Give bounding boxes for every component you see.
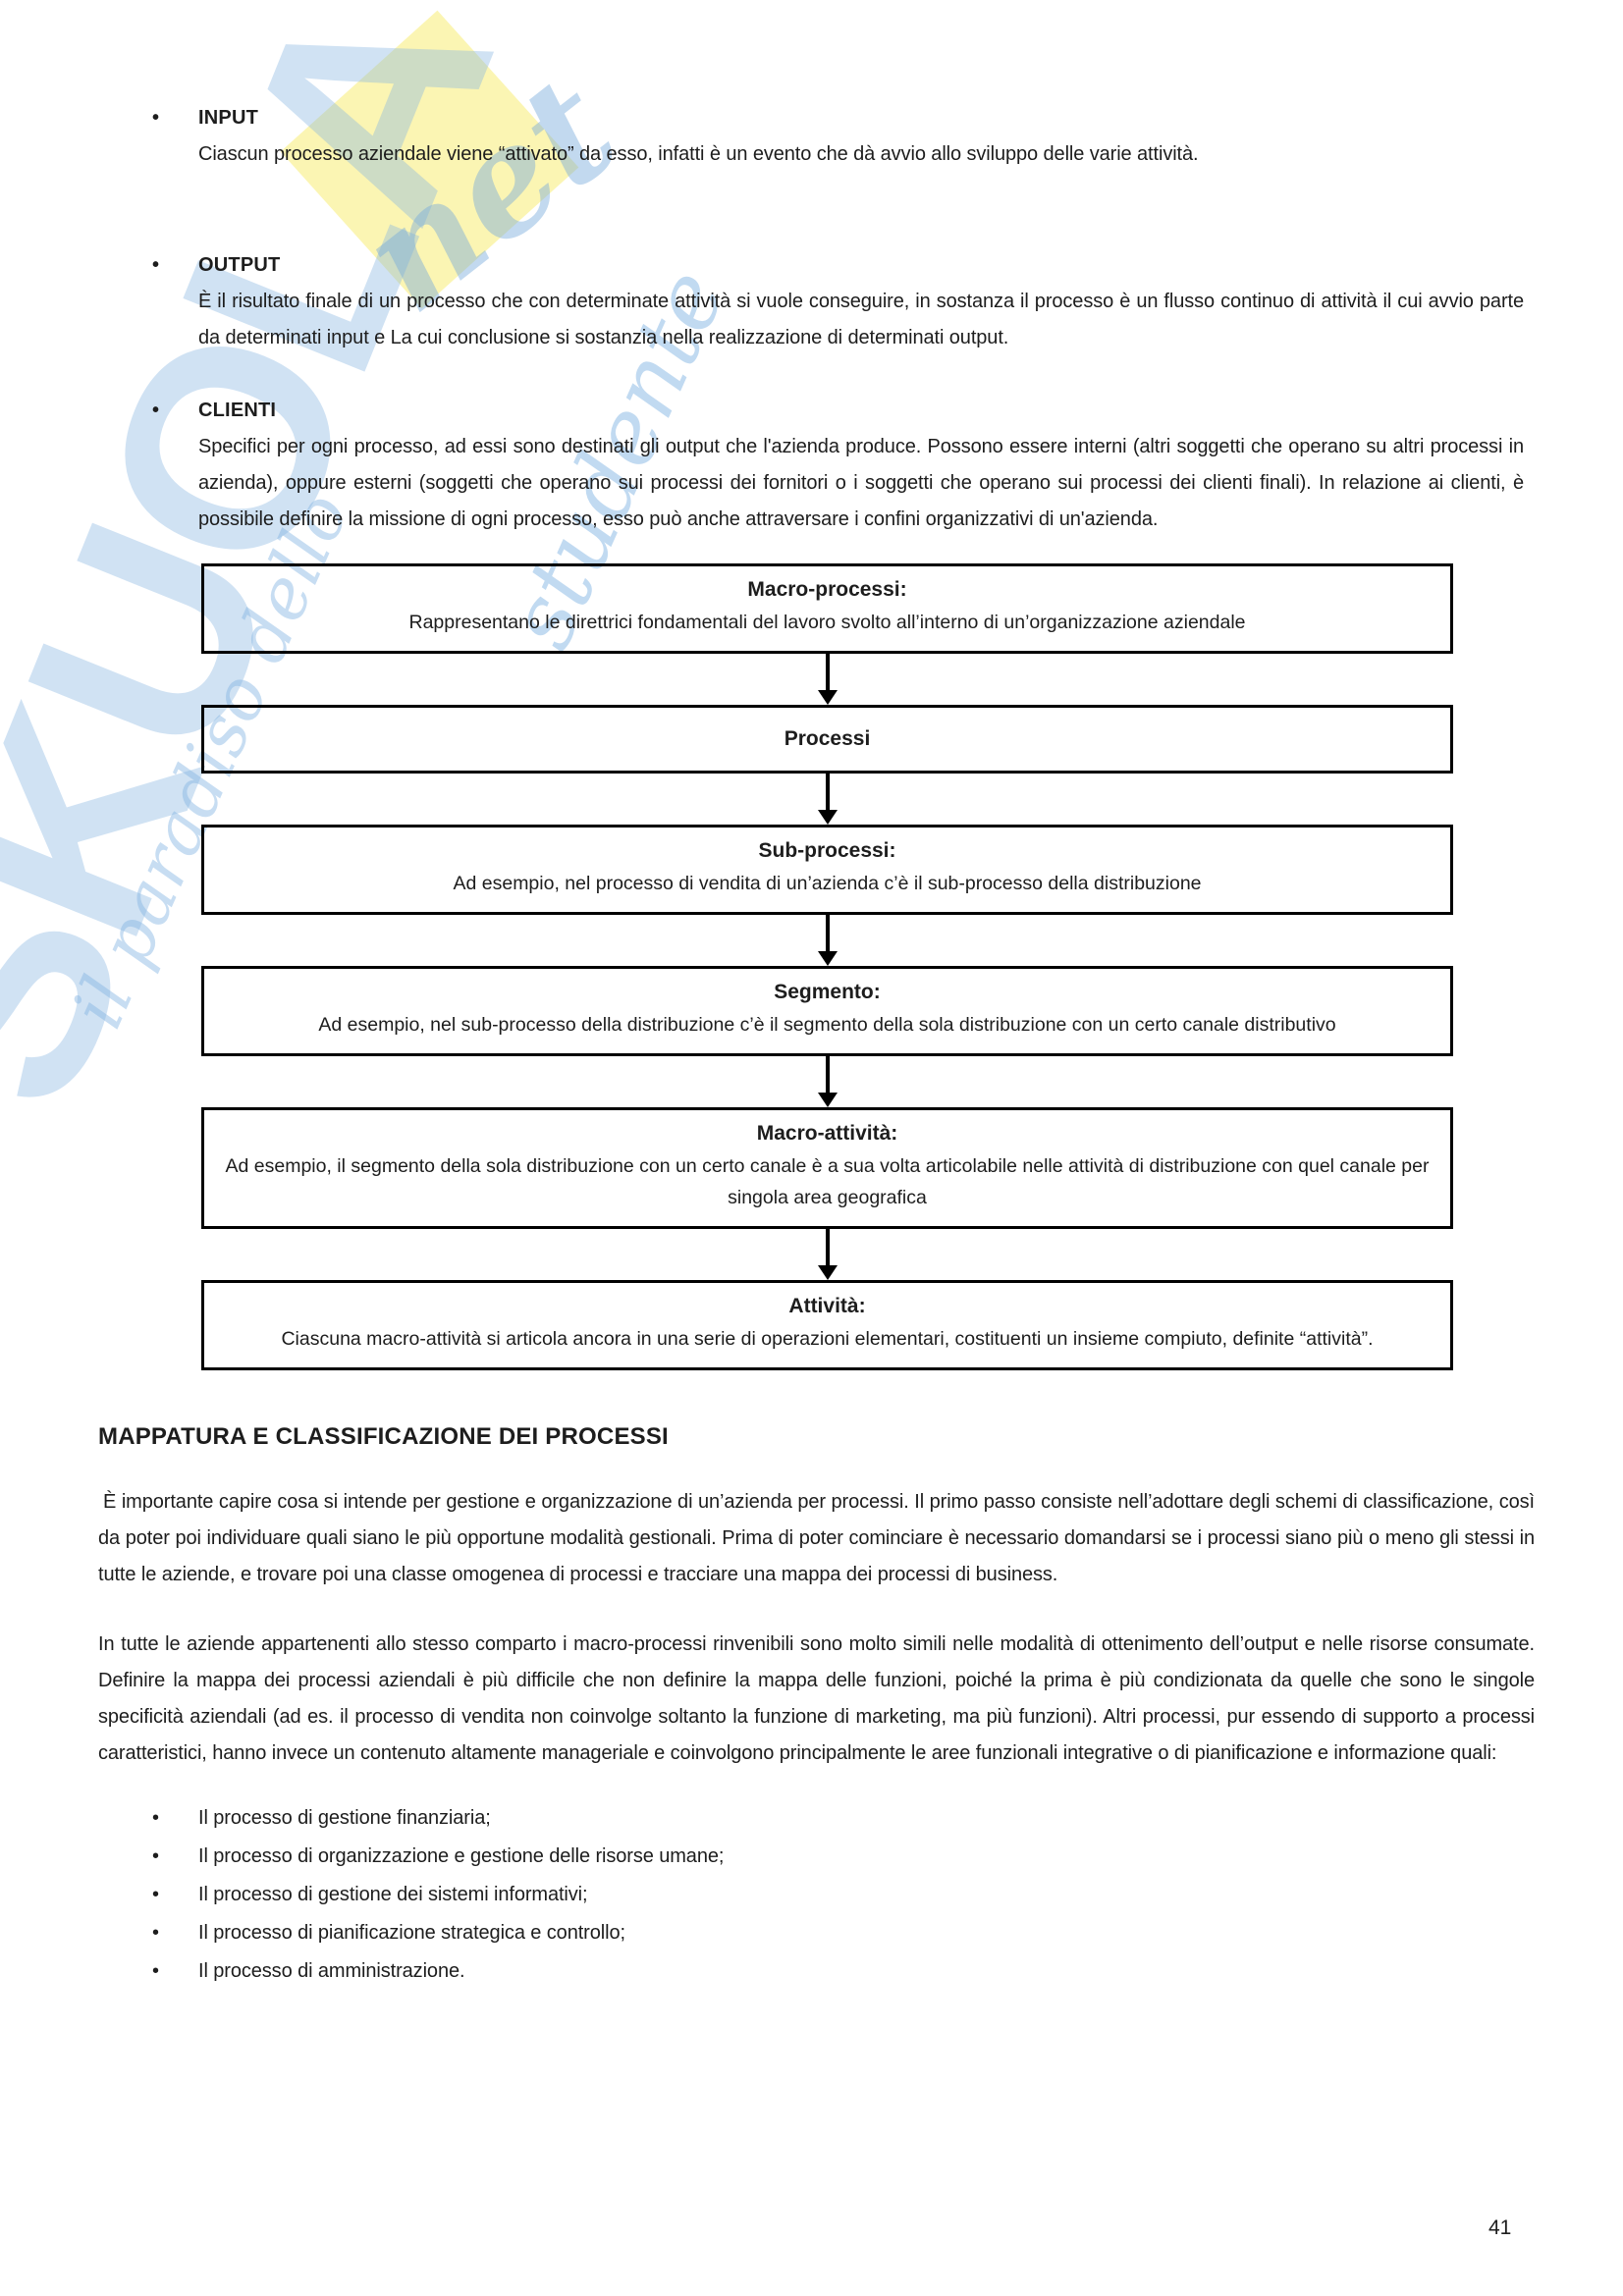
process-list-item: • Il processo di gestione dei sistemi in… [152,1876,1524,1914]
paragraph: In tutte le aziende appartenenti allo st… [98,1633,1535,1764]
definition-body: OUTPUT È il risultato finale di un proce… [198,247,1524,356]
bullet-icon: • [152,1845,160,1867]
bullet-icon: • [152,107,160,129]
process-flowchart: Macro-processi: Rappresentano le direttr… [201,563,1453,1370]
flow-box-title: Segmento: [774,981,881,1003]
definition-text: È il risultato finale di un processo che… [198,291,1524,348]
bullet-icon: • [152,1807,160,1829]
flow-box-title: Sub-processi: [758,839,896,862]
down-arrow-icon [201,654,1453,705]
section-heading: MAPPATURA E CLASSIFICAZIONE DEI PROCESSI [98,1423,669,1450]
flow-box-segmento: Segmento: Ad esempio, nel sub-processo d… [201,966,1453,1056]
flow-box-macro-processi: Macro-processi: Rappresentano le direttr… [201,563,1453,654]
process-list-item: • Il processo di organizzazione e gestio… [152,1838,1524,1876]
definition-label: CLIENTI [198,400,277,421]
definition-body: CLIENTI Specifici per ogni processo, ad … [198,393,1524,538]
flow-box-description: Rappresentano le direttrici fondamentali… [408,612,1246,633]
bullet-icon: • [152,1884,160,1905]
flow-box-title: Processi [784,727,871,750]
definition-item-clienti: • CLIENTI Specifici per ogni processo, a… [152,393,1524,538]
definition-label: INPUT [198,107,258,129]
flow-box-description: Ad esempio, il segmento della sola distr… [225,1155,1430,1208]
flow-box-description: Ad esempio, nel processo di vendita di u… [453,873,1202,894]
flow-box-sub-processi: Sub-processi: Ad esempio, nel processo d… [201,825,1453,915]
flow-box-description: Ciascuna macro-attività si articola anco… [281,1328,1374,1350]
bullet-icon: • [152,1960,160,1982]
bullet-icon: • [152,1922,160,1944]
flow-box-title: Macro-processi: [747,578,907,601]
definition-label: OUTPUT [198,254,281,276]
process-list: • Il processo di gestione finanziaria; •… [152,1799,1524,1991]
flow-box-attivita: Attività: Ciascuna macro-attività si art… [201,1280,1453,1370]
flow-box-description: Ad esempio, nel sub-processo della distr… [318,1014,1336,1036]
process-list-item: • Il processo di amministrazione. [152,1952,1524,1991]
flow-box-title: Attività: [788,1295,866,1317]
process-list-item: • Il processo di pianificazione strategi… [152,1914,1524,1952]
bullet-icon: • [152,400,160,421]
down-arrow-icon [201,915,1453,966]
definition-item-output: • OUTPUT È il risultato finale di un pro… [152,247,1524,356]
definition-list: • INPUT Ciascun processo aziendale viene… [0,0,1623,538]
process-list-item: • Il processo di gestione finanziaria; [152,1799,1524,1838]
page-number: 41 [1488,2216,1512,2239]
process-list-text: Il processo di pianificazione strategica… [198,1922,625,1944]
paragraph: È importante capire cosa si intende per … [98,1491,1535,1585]
page-content: • INPUT Ciascun processo aziendale viene… [0,0,1623,1991]
flow-box-macro-attivita: Macro-attività: Ad esempio, il segmento … [201,1107,1453,1229]
definition-body: INPUT Ciascun processo aziendale viene “… [198,100,1524,173]
process-list-text: Il processo di organizzazione e gestione… [198,1845,725,1867]
flow-box-processi: Processi [201,705,1453,774]
process-list-text: Il processo di gestione dei sistemi info… [198,1884,588,1905]
process-list-text: Il processo di amministrazione. [198,1960,465,1982]
flow-box-title: Macro-attività: [756,1122,898,1145]
down-arrow-icon [201,1229,1453,1280]
down-arrow-icon [201,774,1453,825]
bullet-icon: • [152,254,160,276]
definition-text: Ciascun processo aziendale viene “attiva… [198,143,1199,165]
definition-text: Specifici per ogni processo, ad essi son… [198,436,1524,530]
definition-item-input: • INPUT Ciascun processo aziendale viene… [152,100,1524,173]
down-arrow-icon [201,1056,1453,1107]
process-list-text: Il processo di gestione finanziaria; [198,1807,491,1829]
